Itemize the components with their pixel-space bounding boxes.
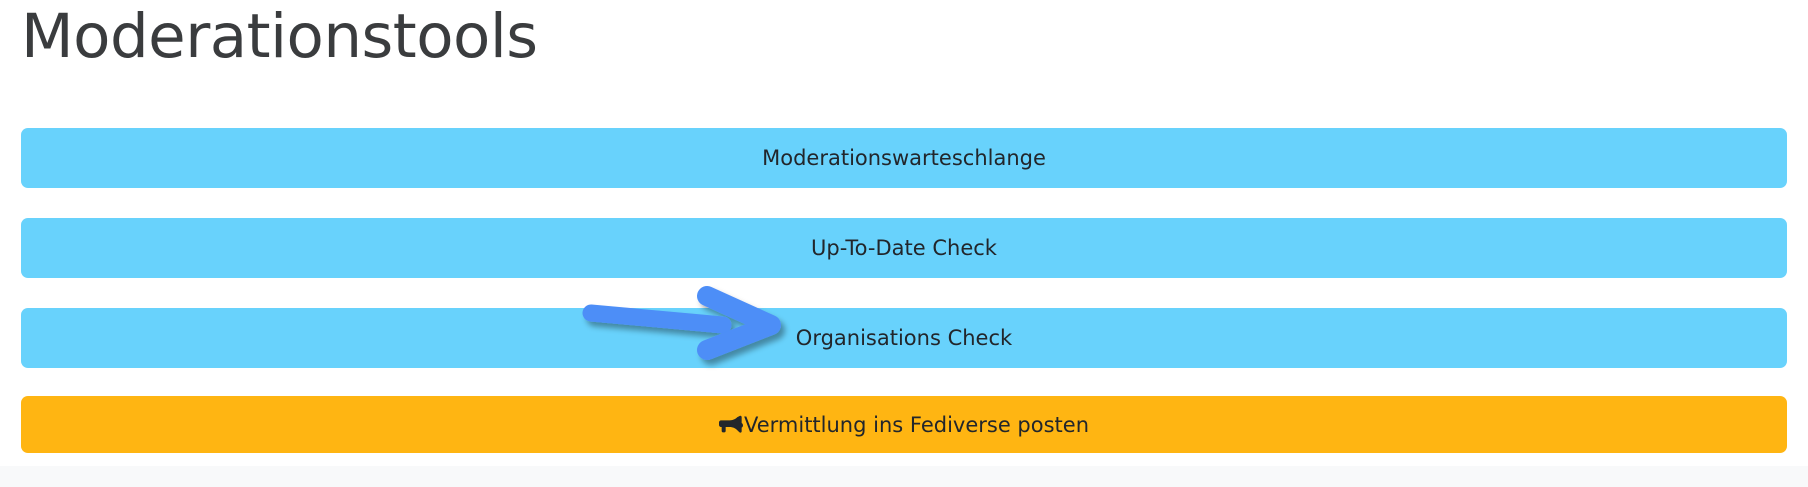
up-to-date-check-button[interactable]: Up-To-Date Check	[21, 218, 1787, 278]
organisations-check-button[interactable]: Organisations Check	[21, 308, 1787, 368]
moderation-tools-button-list: Moderationswarteschlange Up-To-Date Chec…	[21, 128, 1787, 453]
up-to-date-check-button-label: Up-To-Date Check	[811, 236, 997, 260]
moderation-queue-button[interactable]: Moderationswarteschlange	[21, 128, 1787, 188]
spacer	[21, 188, 1787, 218]
spacer	[21, 368, 1787, 396]
spacer	[21, 278, 1787, 308]
footer-strip	[0, 466, 1808, 487]
moderation-queue-button-label: Moderationswarteschlange	[762, 146, 1046, 170]
post-to-fediverse-button-label: Vermittlung ins Fediverse posten	[743, 412, 1089, 437]
page-title: Moderationstools	[21, 1, 538, 72]
post-to-fediverse-button[interactable]: Vermittlung ins Fediverse posten	[21, 396, 1787, 453]
bullhorn-icon	[718, 415, 743, 437]
organisations-check-button-label: Organisations Check	[795, 326, 1013, 350]
